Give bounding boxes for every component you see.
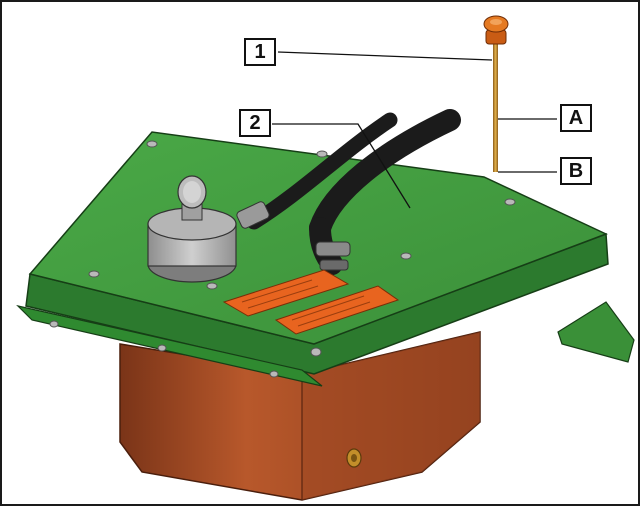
hose-fitting <box>236 201 270 229</box>
warning-label-icon <box>222 269 400 335</box>
callout-1: 1 <box>244 38 276 66</box>
filler-cap-icon <box>147 175 237 283</box>
callout-A: A <box>560 104 592 132</box>
callout-B: B <box>560 157 592 185</box>
hose-clamp <box>315 241 351 271</box>
callout-leaders <box>272 51 557 209</box>
drain-plug-icon <box>346 448 362 468</box>
callout-2: 2 <box>239 109 271 137</box>
dipstick-icon <box>483 15 509 172</box>
